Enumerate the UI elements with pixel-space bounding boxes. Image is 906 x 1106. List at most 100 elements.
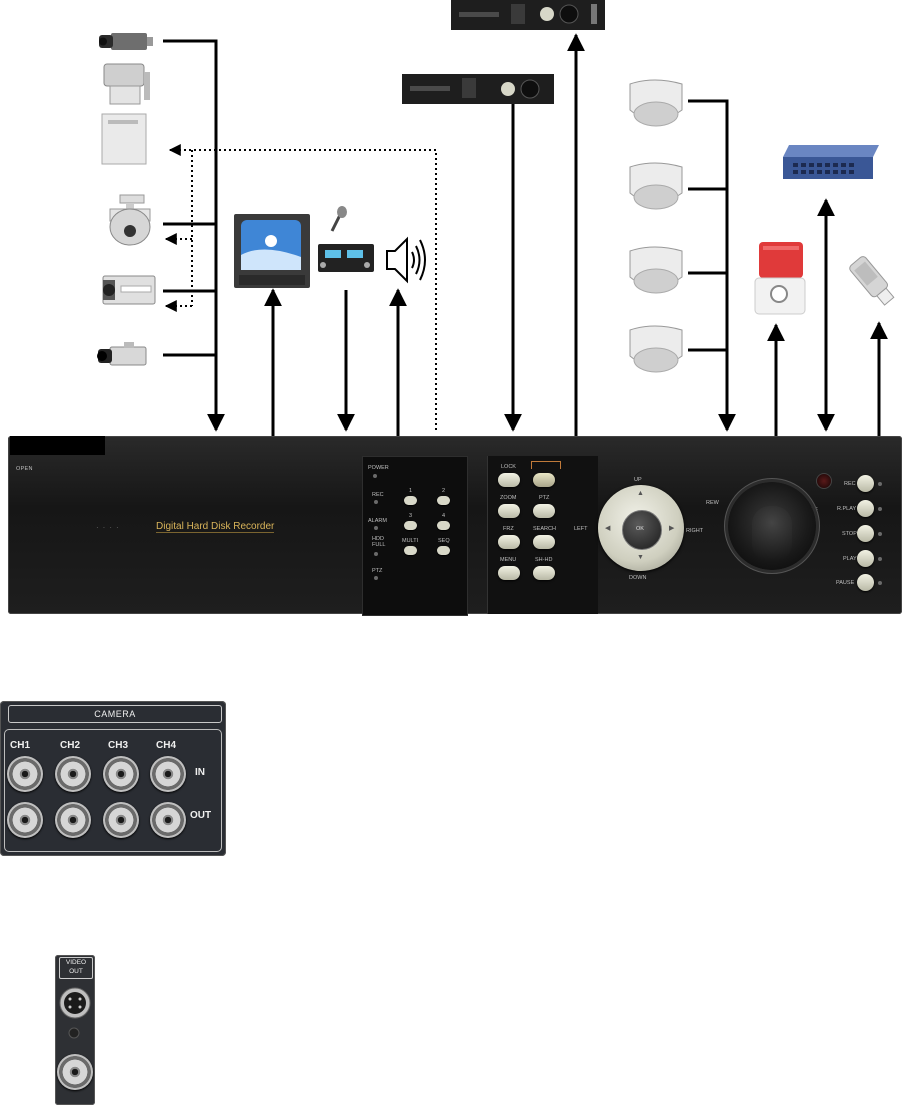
monitor-icon (234, 214, 310, 288)
lock-label: LOCK (501, 464, 516, 470)
stop-button[interactable] (857, 525, 874, 542)
frz-label: FRZ (503, 526, 514, 532)
pause-led-indicator (878, 581, 882, 585)
usb-drive-icon (849, 256, 895, 306)
bnc-connector-ch2-out[interactable] (55, 802, 91, 838)
bnc-connector-ch1-in[interactable] (7, 756, 43, 792)
bnc-connector-ch1-out[interactable] (7, 802, 43, 838)
bnc-connector-ch3-in[interactable] (103, 756, 139, 792)
dvr-title: Digital Hard Disk Recorder (156, 521, 275, 533)
video-out-label-line1: VIDEO (65, 959, 87, 966)
ok-label: OK (636, 526, 644, 532)
pause-button[interactable] (857, 574, 874, 591)
rplay-button[interactable] (857, 500, 874, 517)
menu-button[interactable] (498, 566, 520, 580)
play-label: PLAY (843, 556, 857, 562)
camera-panel-frame (4, 729, 222, 852)
seq-button[interactable] (437, 546, 450, 555)
ch1-label: CH1 (10, 740, 31, 751)
right-label: RIGHT (686, 528, 704, 534)
in-label: IN (195, 767, 205, 778)
panel-dots: ···· (96, 523, 123, 532)
status-label-power: POWER (368, 465, 389, 471)
channel-1-button[interactable] (404, 496, 417, 505)
channel-label-2: 2 (442, 488, 446, 494)
jog-inner-wheel[interactable] (752, 506, 792, 562)
zoom-button[interactable] (498, 504, 520, 518)
ch2-label: CH2 (60, 740, 81, 751)
multi-label: MULTI (402, 538, 419, 544)
alarm-led (374, 526, 378, 530)
dvr-unit-slave-icon (402, 74, 554, 104)
seq-label: SEQ (438, 538, 450, 544)
dvr-unit-master-icon (451, 0, 605, 30)
zoom-label: ZOOM (500, 495, 517, 501)
hdd-full-led (374, 552, 378, 556)
down-label: DOWN (629, 575, 647, 581)
dvr-top-tab (10, 436, 105, 455)
left-label: LEFT (574, 526, 588, 532)
down-arrow-icon[interactable]: ▼ (637, 554, 644, 561)
bnc-connector-ch4-in[interactable] (150, 756, 186, 792)
bnc-connector-video-out[interactable] (57, 1054, 93, 1090)
bullet-camera-icon (97, 342, 147, 366)
box-camera-icon (99, 33, 153, 50)
channel-3-button[interactable] (404, 521, 417, 530)
status-label-alarm: ALARM (368, 518, 387, 524)
play-led-indicator (878, 557, 882, 561)
power-led (373, 474, 377, 478)
frz-button[interactable] (498, 535, 520, 549)
ptz-led (374, 576, 378, 580)
channel-label-4: 4 (442, 513, 446, 519)
right-arrow-icon[interactable]: ▶ (669, 525, 675, 532)
channel-4-button[interactable] (437, 521, 450, 530)
ptz-controller-icon (101, 113, 147, 165)
status-label-ptz: PTZ (372, 568, 383, 574)
bnc-connector-ch2-in[interactable] (55, 756, 91, 792)
left-arrow-icon[interactable]: ◀ (605, 525, 611, 532)
up-arrow-icon[interactable]: ▲ (637, 490, 644, 497)
channel-label-3: 3 (409, 513, 413, 519)
search-button[interactable] (533, 535, 555, 549)
rec-button[interactable] (857, 475, 874, 492)
ptz-button[interactable] (533, 504, 555, 518)
motion-sensor-icon (629, 246, 683, 294)
bnc-connector-ch3-out[interactable] (103, 802, 139, 838)
ptz-label: PTZ (539, 495, 550, 501)
ir-receiver (816, 473, 832, 489)
camera-panel-header: CAMERA (8, 705, 222, 723)
open-label: OPEN (16, 466, 33, 472)
bnc-connector-ch4-out[interactable] (150, 802, 186, 838)
rec-led-indicator (878, 482, 882, 486)
screw-icon (68, 1027, 80, 1039)
channel-label-1: 1 (409, 488, 413, 494)
lock-button[interactable] (498, 473, 520, 487)
status-label-hdd-full: HDD FULL (372, 536, 386, 548)
alarm-siren-icon (754, 242, 806, 315)
search-label: SEARCH (533, 526, 556, 532)
s-video-connector-icon[interactable] (58, 985, 92, 1021)
zoom-camera-icon (102, 275, 156, 305)
lock-indicator-bracket (531, 461, 561, 469)
out-label: OUT (190, 810, 212, 821)
microphone-icon (330, 206, 347, 232)
speed-dome-camera-icon (109, 194, 151, 246)
play-button[interactable] (857, 550, 874, 567)
motion-sensor-icon (629, 162, 683, 210)
channel-2-button[interactable] (437, 496, 450, 505)
motion-sensor-icon (629, 325, 683, 373)
audio-amplifier-icon (318, 244, 374, 272)
up-label: UP (634, 477, 642, 483)
lock-indicator-button[interactable] (533, 473, 555, 487)
network-switch-icon (783, 145, 879, 179)
rew-label: REW (706, 500, 719, 506)
video-out-label-line2: OUT (69, 968, 83, 975)
multi-button[interactable] (404, 546, 417, 555)
pause-label: PAUSE (836, 580, 855, 586)
ch4-label: CH4 (156, 740, 177, 751)
ok-button[interactable] (622, 510, 662, 550)
pan-tilt-camera-icon (103, 63, 150, 105)
sh-hd-button[interactable] (533, 566, 555, 580)
motion-sensor-icon (629, 79, 683, 127)
ff-label: FF (811, 507, 818, 513)
